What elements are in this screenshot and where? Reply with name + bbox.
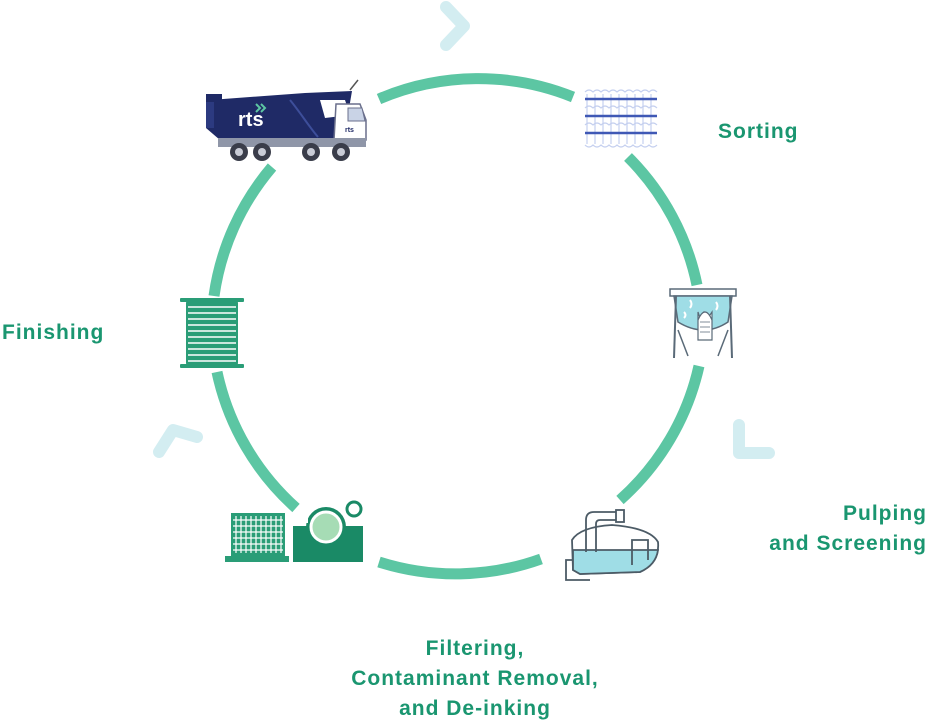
step-label-line: and De-inking <box>399 697 551 720</box>
step-label-line: Contaminant Removal, <box>351 667 599 690</box>
screen-and-press-roll-icon <box>225 500 363 562</box>
ring-arc-lower-left <box>211 370 300 513</box>
direction-arrows <box>153 1 775 459</box>
step-label-line: and Screening <box>769 532 927 555</box>
filter-screen-icon <box>225 513 289 562</box>
truck-logo-text: rts <box>238 109 264 131</box>
paper-roll-icon <box>180 298 244 368</box>
ring-arc-top <box>376 73 576 105</box>
chevron-right-icon <box>440 1 470 51</box>
collection-truck-icon: rts rts <box>206 79 367 161</box>
sorted-bales-icon <box>584 89 658 148</box>
step-label-finishing: Finishing <box>2 318 104 348</box>
step-label-line: Filtering, <box>425 637 525 660</box>
step-label-filtering: Filtering, Contaminant Removal, and De-i… <box>290 634 660 724</box>
ring-arc-lower-right <box>616 364 705 505</box>
step-label-sorting: Sorting <box>718 117 799 147</box>
deinking-flotation-cell-icon <box>565 509 660 581</box>
step-label-line: Pulping <box>843 502 927 525</box>
ring-arc-upper-left <box>208 163 277 297</box>
ring-arc-bottom <box>377 553 543 580</box>
pulper-tank-icon <box>669 288 737 359</box>
truck-cab-logo-text: rts <box>345 127 354 134</box>
chevron-corner-up-icon <box>153 424 203 458</box>
process-ring <box>208 73 705 580</box>
press-roll-icon <box>293 500 363 562</box>
step-label-line: Finishing <box>2 321 105 344</box>
ring-arc-upper-right <box>624 153 703 287</box>
step-label-line: Sorting <box>718 120 799 143</box>
step-label-pulping-and-screening: Pulping and Screening <box>742 499 927 559</box>
chevron-corner-down-icon <box>733 419 775 459</box>
